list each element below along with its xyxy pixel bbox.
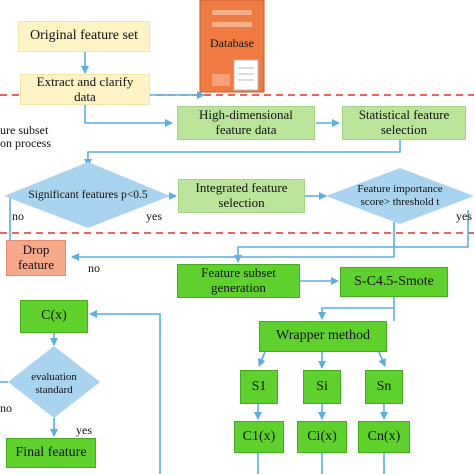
database-label: Database	[210, 36, 254, 51]
arrow-importance-yes-to-subset	[234, 210, 469, 263]
wrapper-method-box: Wrapper method	[259, 321, 387, 352]
final-feature-label: Final feature	[15, 444, 87, 460]
s-c45-smote-label: S-C4.5-Smote	[354, 273, 434, 289]
statistical-selection-label: Statistical feature selection	[358, 107, 450, 137]
drop-feature-box: Drop feature	[6, 240, 66, 276]
significant-features-diamond	[4, 162, 170, 228]
subset-generation-label: Feature subset generation	[201, 265, 276, 295]
cix-box: Ci(x)	[297, 421, 347, 453]
drop-feature-label: Drop feature	[17, 242, 55, 272]
importance-score-label: Feature importance score> threshold t	[357, 183, 443, 208]
extract-clarify-label: Extract and clarify data	[36, 73, 134, 104]
importance-score-text: Feature importance score> threshold t	[336, 181, 464, 211]
high-dim-feature-box: High-dimensional feature data	[177, 106, 315, 140]
subset-process-label: ure subset on process	[0, 123, 51, 151]
s1-box: S1	[240, 370, 278, 404]
cix-label: Ci(x)	[307, 428, 337, 444]
subset-generation-box: Feature subset generation	[177, 264, 300, 298]
sn-box: Sn	[365, 370, 403, 404]
yes-label-importance: yes	[456, 209, 472, 223]
c1x-box: C1(x)	[234, 421, 284, 453]
s-c45-smote-box: S-C4.5-Smote	[340, 267, 448, 297]
no-label-drop: no	[88, 261, 100, 275]
evaluation-standard-label: evaluation standard	[31, 371, 77, 396]
extract-clarify-box: Extract and clarify data	[20, 74, 150, 105]
original-feature-set-label: Original feature set	[29, 28, 139, 44]
database-label-box: Database	[203, 36, 261, 52]
evaluation-standard-diamond	[8, 346, 100, 418]
cnx-label: Cn(x)	[367, 428, 401, 444]
importance-score-diamond	[326, 168, 474, 224]
s1-label: S1	[251, 378, 267, 394]
significant-features-text: Significant features p<0.5	[10, 188, 166, 204]
database-icon	[199, 0, 265, 93]
yes-label-significant: yes	[146, 209, 162, 223]
integrated-selection-label: Integrated feature selection	[195, 180, 288, 210]
original-feature-set-box: Original feature set	[18, 21, 150, 52]
statistical-selection-box: Statistical feature selection	[342, 106, 466, 140]
cx-box: C(x)	[20, 300, 88, 333]
no-label-significant: no	[12, 209, 24, 223]
si-label: Si	[316, 378, 328, 394]
significant-features-label: Significant features p<0.5	[28, 189, 148, 202]
arrow-extract-to-highdim	[84, 104, 173, 127]
arrow-wrapper-to-sn	[378, 351, 386, 367]
c1x-label: C1(x)	[242, 428, 276, 444]
no-label-evaluation: no	[0, 401, 12, 415]
high-dim-feature-label: High-dimensional feature data	[199, 107, 293, 137]
yes-label-evaluation: yes	[76, 423, 92, 437]
arrow-smote-connector	[318, 307, 394, 320]
wrapper-method-label: Wrapper method	[276, 328, 370, 344]
final-feature-box: Final feature	[6, 438, 96, 468]
integrated-selection-box: Integrated feature selection	[178, 179, 305, 213]
cnx-box: Cn(x)	[358, 421, 410, 453]
arrow-statistical-to-significant	[84, 140, 401, 167]
sn-label: Sn	[376, 378, 392, 394]
si-box: Si	[303, 370, 341, 404]
evaluation-standard-text: evaluation standard	[16, 371, 92, 396]
arrow-wrapper-to-s1	[258, 351, 266, 367]
cx-label: C(x)	[41, 308, 67, 324]
arrow-feedback-to-cx	[89, 310, 161, 474]
arrow-importance-no-to-drop	[71, 222, 395, 261]
